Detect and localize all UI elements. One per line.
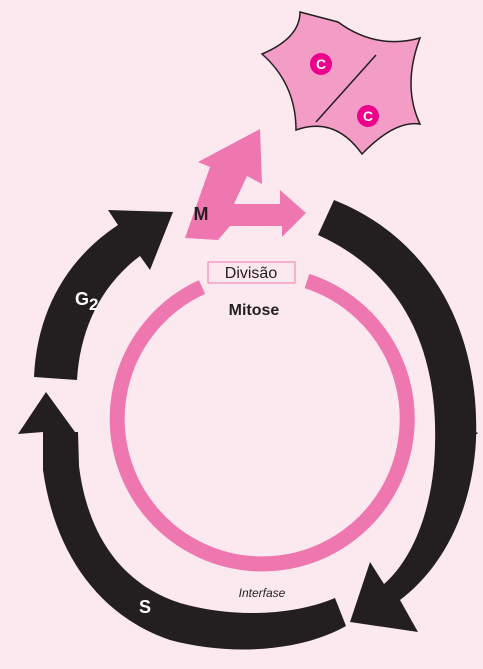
g2-arrow: [34, 210, 173, 380]
nucleus-top: [310, 53, 332, 75]
g1-arrow: [318, 200, 477, 632]
phase-label-m: M: [194, 204, 209, 224]
divisao-label: Divisão: [225, 265, 278, 282]
s-arrow: [18, 392, 346, 650]
mitose-label: Mitose: [229, 302, 280, 319]
m-arrow: [185, 129, 306, 240]
phase-label-s: S: [139, 597, 151, 617]
divisao-box: [207, 261, 296, 284]
nucleus-bottom-label: C: [363, 108, 373, 124]
cell-division-line: [315, 54, 377, 123]
phase-label-g1: G1: [455, 412, 478, 438]
phase-label-g2: G2: [75, 289, 98, 314]
dividing-cell: [260, 11, 422, 156]
interfase-label: Interfase: [239, 586, 286, 600]
nucleus-bottom: [357, 105, 379, 127]
pink-ring: [109, 273, 415, 572]
nucleus-top-label: C: [316, 56, 326, 72]
